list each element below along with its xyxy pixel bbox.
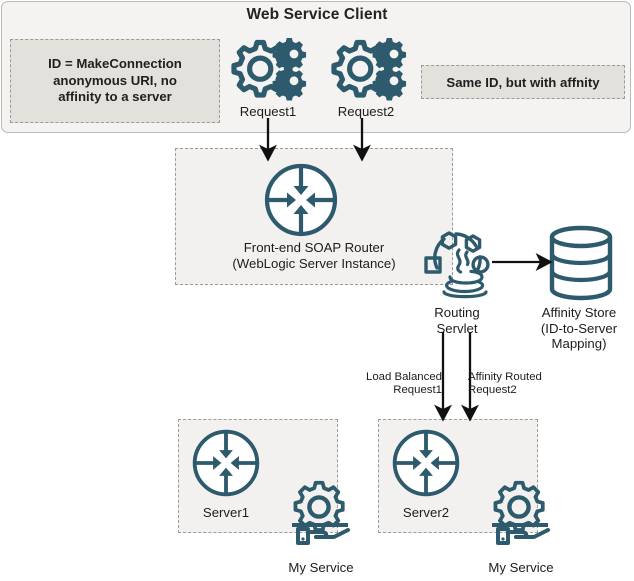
affinity-note-text: Same ID, but with affnity [446, 74, 600, 90]
gears-icon [226, 33, 308, 105]
router-converge-icon [263, 162, 339, 238]
my-service-label: My Service [488, 560, 554, 575]
server1-label: Server1 [202, 505, 250, 520]
router-converge-icon [191, 428, 261, 498]
id-makeconnection-note: ID = MakeConnection anonymous URI, no af… [10, 39, 220, 123]
id-note-text: ID = MakeConnection anonymous URI, no af… [48, 56, 182, 105]
affinity-store-label: Affinity Store (ID-to-Server Mapping) [540, 305, 618, 351]
same-id-affinity-note: Same ID, but with affnity [421, 65, 625, 99]
my-service-label: My Service [288, 560, 354, 575]
gears-icon [326, 33, 408, 105]
request1-label: Request1 [239, 104, 297, 119]
gear-on-hand-icon [286, 479, 356, 545]
panel-title: Web Service Client [246, 6, 388, 23]
routing-servlet-label: Routing Servlet [434, 305, 480, 336]
router-label: Front-end SOAP Router (WebLogic Server I… [232, 240, 396, 271]
affinity-routed-request2-label: Affinity Routed Request2 [468, 371, 542, 397]
gear-on-hand-icon [486, 479, 556, 545]
request2-label: Request2 [337, 104, 395, 119]
server2-label: Server2 [402, 505, 450, 520]
database-cylinder-icon [546, 224, 616, 302]
load-balanced-request1-label: Load Balanced Request1 [365, 371, 442, 397]
java-servlet-icon [420, 224, 494, 300]
router-converge-icon [391, 428, 461, 498]
